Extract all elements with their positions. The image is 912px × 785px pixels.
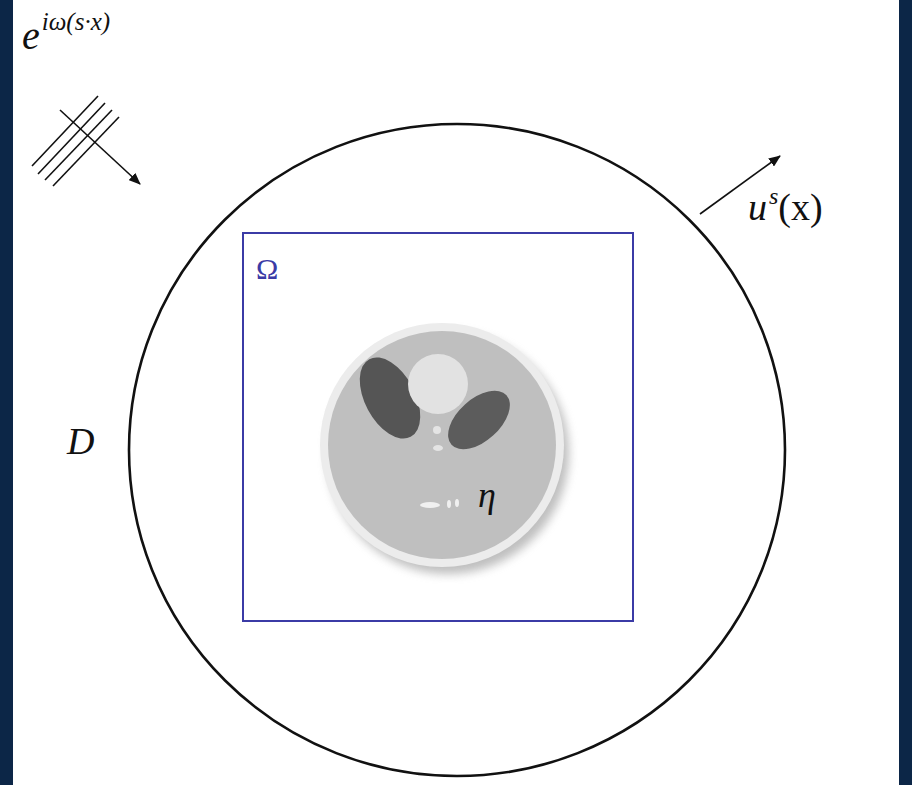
field-argument: (x) bbox=[778, 188, 822, 226]
wavefront-lines bbox=[32, 96, 119, 186]
scatterer-phantom: η bbox=[318, 321, 566, 569]
incident-wave-formula: eiω(s·x) bbox=[22, 16, 110, 56]
phantom-body bbox=[328, 331, 556, 559]
incident-arrow bbox=[60, 110, 140, 184]
domain-label: D bbox=[67, 422, 94, 460]
formula-base: e bbox=[22, 16, 40, 56]
small-spot bbox=[420, 502, 440, 508]
formula-exponent: iω(s·x) bbox=[42, 9, 110, 34]
scatterer-phantom-outline bbox=[318, 321, 566, 569]
small-spot bbox=[455, 499, 459, 507]
domain-boundary bbox=[129, 124, 785, 776]
field-symbol: u bbox=[748, 188, 767, 226]
region-label: Ω bbox=[256, 254, 278, 284]
small-spot bbox=[433, 445, 443, 451]
region-square: Ωη bbox=[242, 232, 634, 622]
white-panel bbox=[13, 0, 899, 785]
small-spot bbox=[433, 426, 441, 434]
domain-circle: DΩη bbox=[127, 122, 787, 778]
scattered-field-formula: us(x) bbox=[748, 188, 823, 226]
contrast-label: η bbox=[478, 477, 496, 513]
field-superscript: s bbox=[769, 184, 778, 208]
region-boundary bbox=[243, 233, 633, 621]
phantom-rim bbox=[320, 323, 564, 567]
small-spot bbox=[447, 500, 451, 508]
light-circle bbox=[408, 354, 468, 414]
scattered-arrow bbox=[700, 156, 780, 214]
